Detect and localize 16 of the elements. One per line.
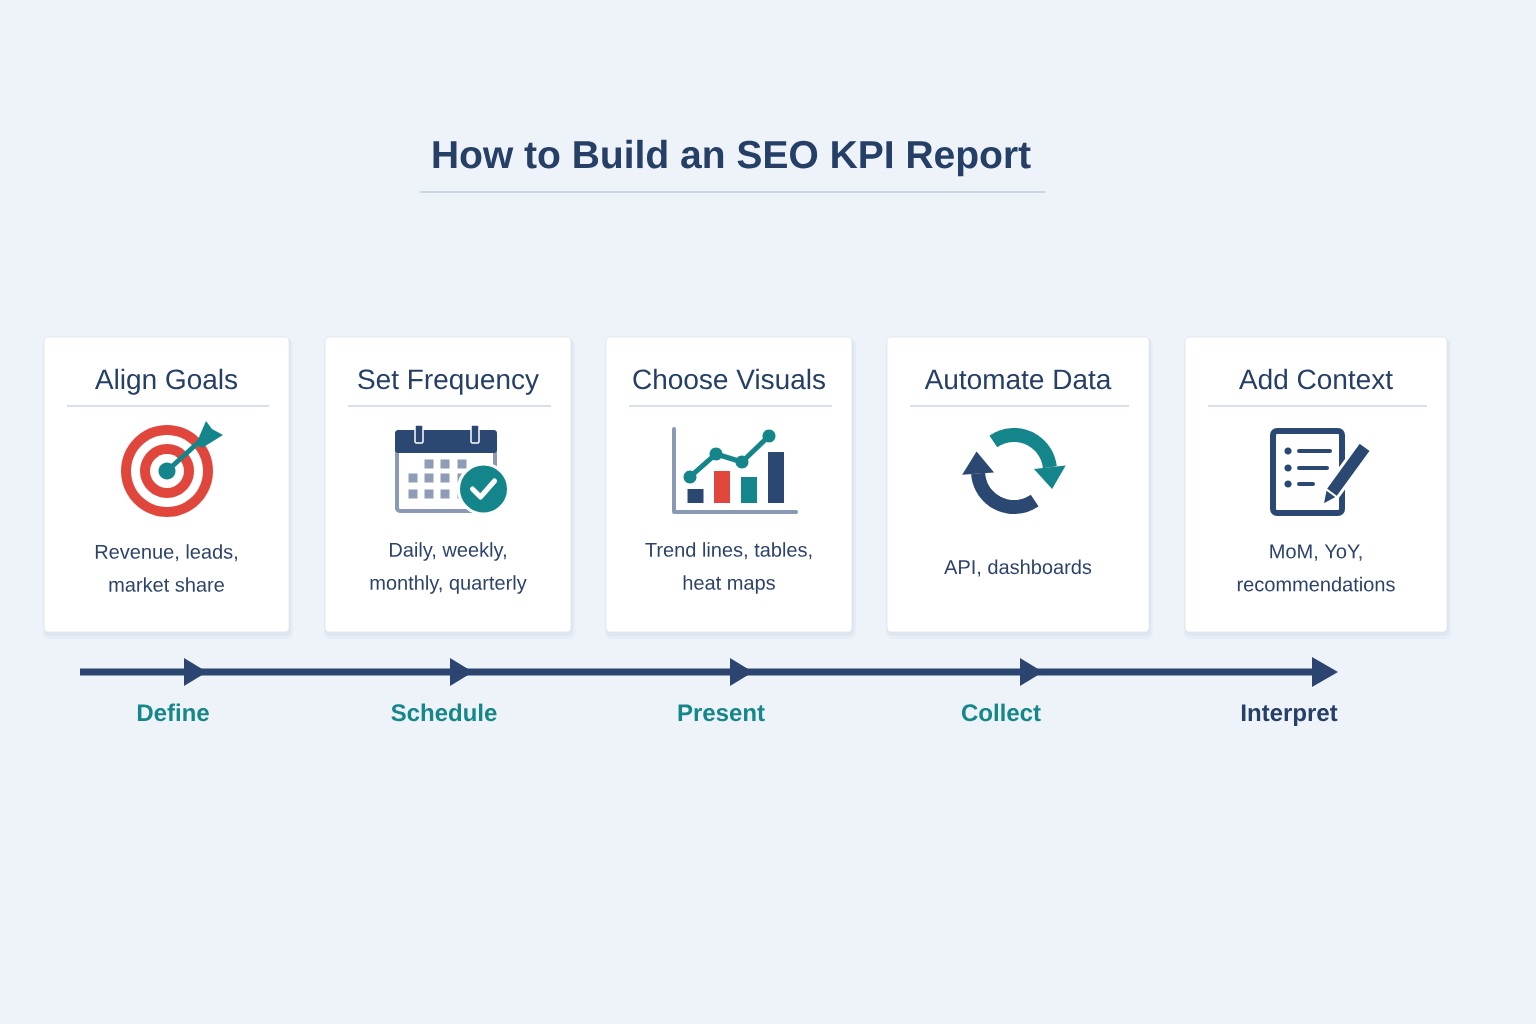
phase-label: Schedule xyxy=(391,703,497,722)
phase-label: Define xyxy=(137,703,209,722)
card-heading: Set Frequency xyxy=(358,369,539,395)
title: How to Build an SEO KPI Report xyxy=(433,139,1031,177)
phase-label: Present xyxy=(678,704,765,722)
card-description: Revenue, leads, market share xyxy=(95,544,237,592)
card-description: MoM, YoY, recommendations xyxy=(1237,544,1395,592)
card-description: Daily, weekly, monthly, quarterly xyxy=(370,542,527,594)
phase-label: Interpret xyxy=(1241,704,1338,726)
card-heading: Add Context xyxy=(1239,368,1393,390)
card-heading: Automate Data xyxy=(924,369,1112,390)
phase-label: Collect xyxy=(962,703,1041,722)
card-description: Trend lines, tables, heat maps xyxy=(645,542,812,594)
card-heading: Choose Visuals xyxy=(633,368,825,390)
card-heading: Align Goals xyxy=(94,368,238,395)
card-description: API, dashboards xyxy=(944,559,1092,577)
